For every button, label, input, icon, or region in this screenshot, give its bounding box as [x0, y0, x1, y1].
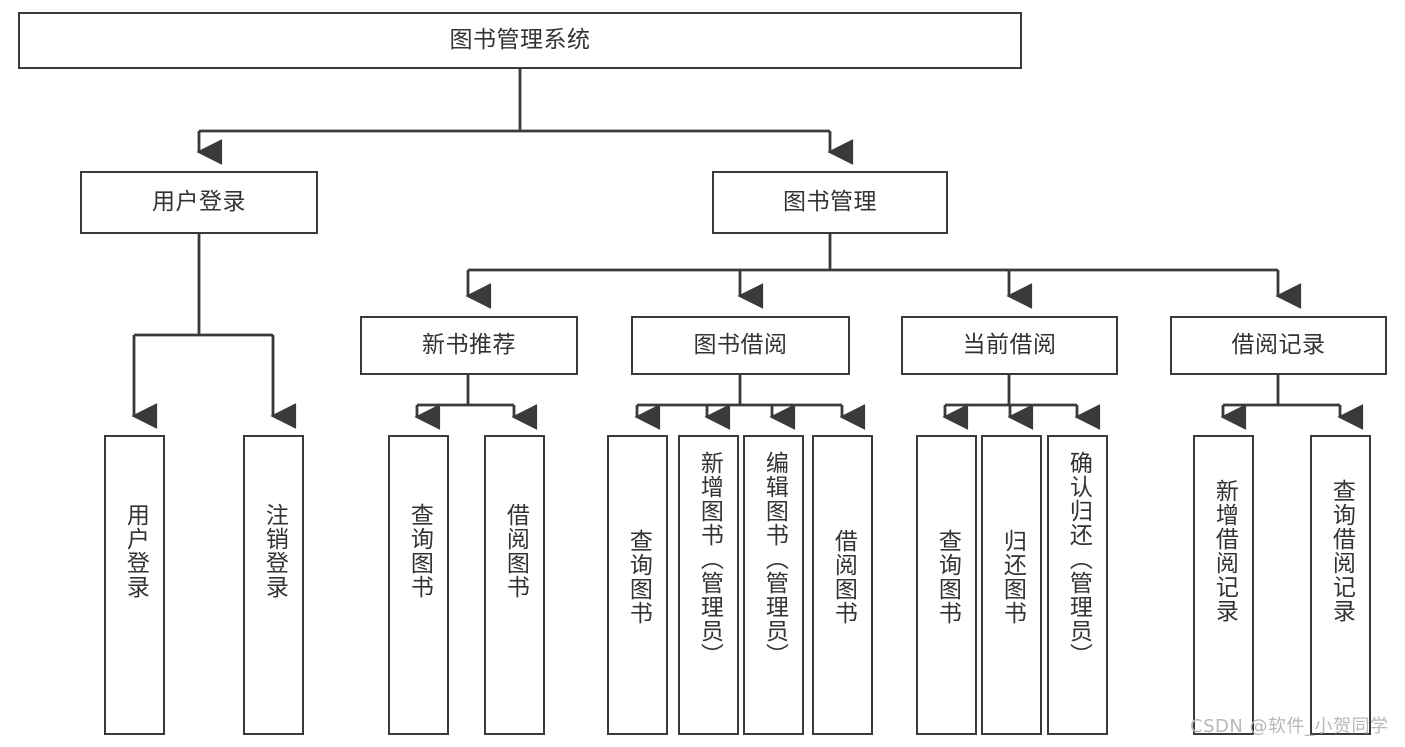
leaf-borrow-add-book-admin[interactable]: 新增图书（管理员）: [678, 435, 739, 735]
leaf-current-return-book[interactable]: 归还图书: [981, 435, 1042, 735]
leaf-new-book-borrow[interactable]: 借阅图书: [484, 435, 545, 735]
node-label: 当前借阅: [962, 332, 1057, 359]
node-label: 注销登录: [261, 503, 288, 599]
node-label: 图书借阅: [693, 332, 788, 359]
node-label: 借阅图书: [830, 529, 857, 625]
leaf-current-query-book[interactable]: 查询图书: [916, 435, 977, 735]
node-label: 归还图书: [999, 529, 1026, 625]
node-borrow-records[interactable]: 借阅记录: [1170, 316, 1387, 375]
leaf-user-login-signout[interactable]: 注销登录: [243, 435, 304, 735]
node-label: 查询借阅记录: [1328, 479, 1355, 623]
node-label: 图书管理: [783, 189, 877, 216]
node-root-system[interactable]: 图书管理系统: [18, 12, 1022, 69]
node-book-borrow[interactable]: 图书借阅: [631, 316, 850, 375]
node-label: 用户登录: [152, 189, 246, 216]
node-label: 编辑图书（管理员）: [761, 451, 788, 667]
node-label: 查询图书: [625, 529, 652, 625]
leaf-borrow-query-book[interactable]: 查询图书: [607, 435, 668, 735]
leaf-records-query-record[interactable]: 查询借阅记录: [1310, 435, 1371, 735]
node-label: 查询图书: [406, 503, 433, 599]
node-book-management[interactable]: 图书管理: [712, 171, 948, 234]
node-label: 新增借阅记录: [1211, 479, 1238, 623]
node-label: 确认归还（管理员）: [1065, 451, 1092, 667]
node-label: 借阅记录: [1231, 332, 1326, 359]
node-current-borrow[interactable]: 当前借阅: [901, 316, 1118, 375]
node-label: 新书推荐: [422, 332, 516, 359]
leaf-user-login-signin[interactable]: 用户登录: [104, 435, 165, 735]
leaf-borrow-borrow-book[interactable]: 借阅图书: [812, 435, 873, 735]
node-user-login[interactable]: 用户登录: [80, 171, 318, 234]
node-label: 查询图书: [934, 529, 961, 625]
node-label: 新增图书（管理员）: [696, 451, 723, 667]
node-label: 图书管理系统: [449, 27, 591, 54]
leaf-current-confirm-return-admin[interactable]: 确认归还（管理员）: [1047, 435, 1108, 735]
leaf-borrow-edit-book-admin[interactable]: 编辑图书（管理员）: [743, 435, 804, 735]
node-label: 借阅图书: [502, 503, 529, 599]
node-label: 用户登录: [122, 503, 149, 599]
leaf-records-add-record[interactable]: 新增借阅记录: [1193, 435, 1254, 735]
node-new-book-recommend[interactable]: 新书推荐: [360, 316, 578, 375]
leaf-new-book-query[interactable]: 查询图书: [388, 435, 449, 735]
